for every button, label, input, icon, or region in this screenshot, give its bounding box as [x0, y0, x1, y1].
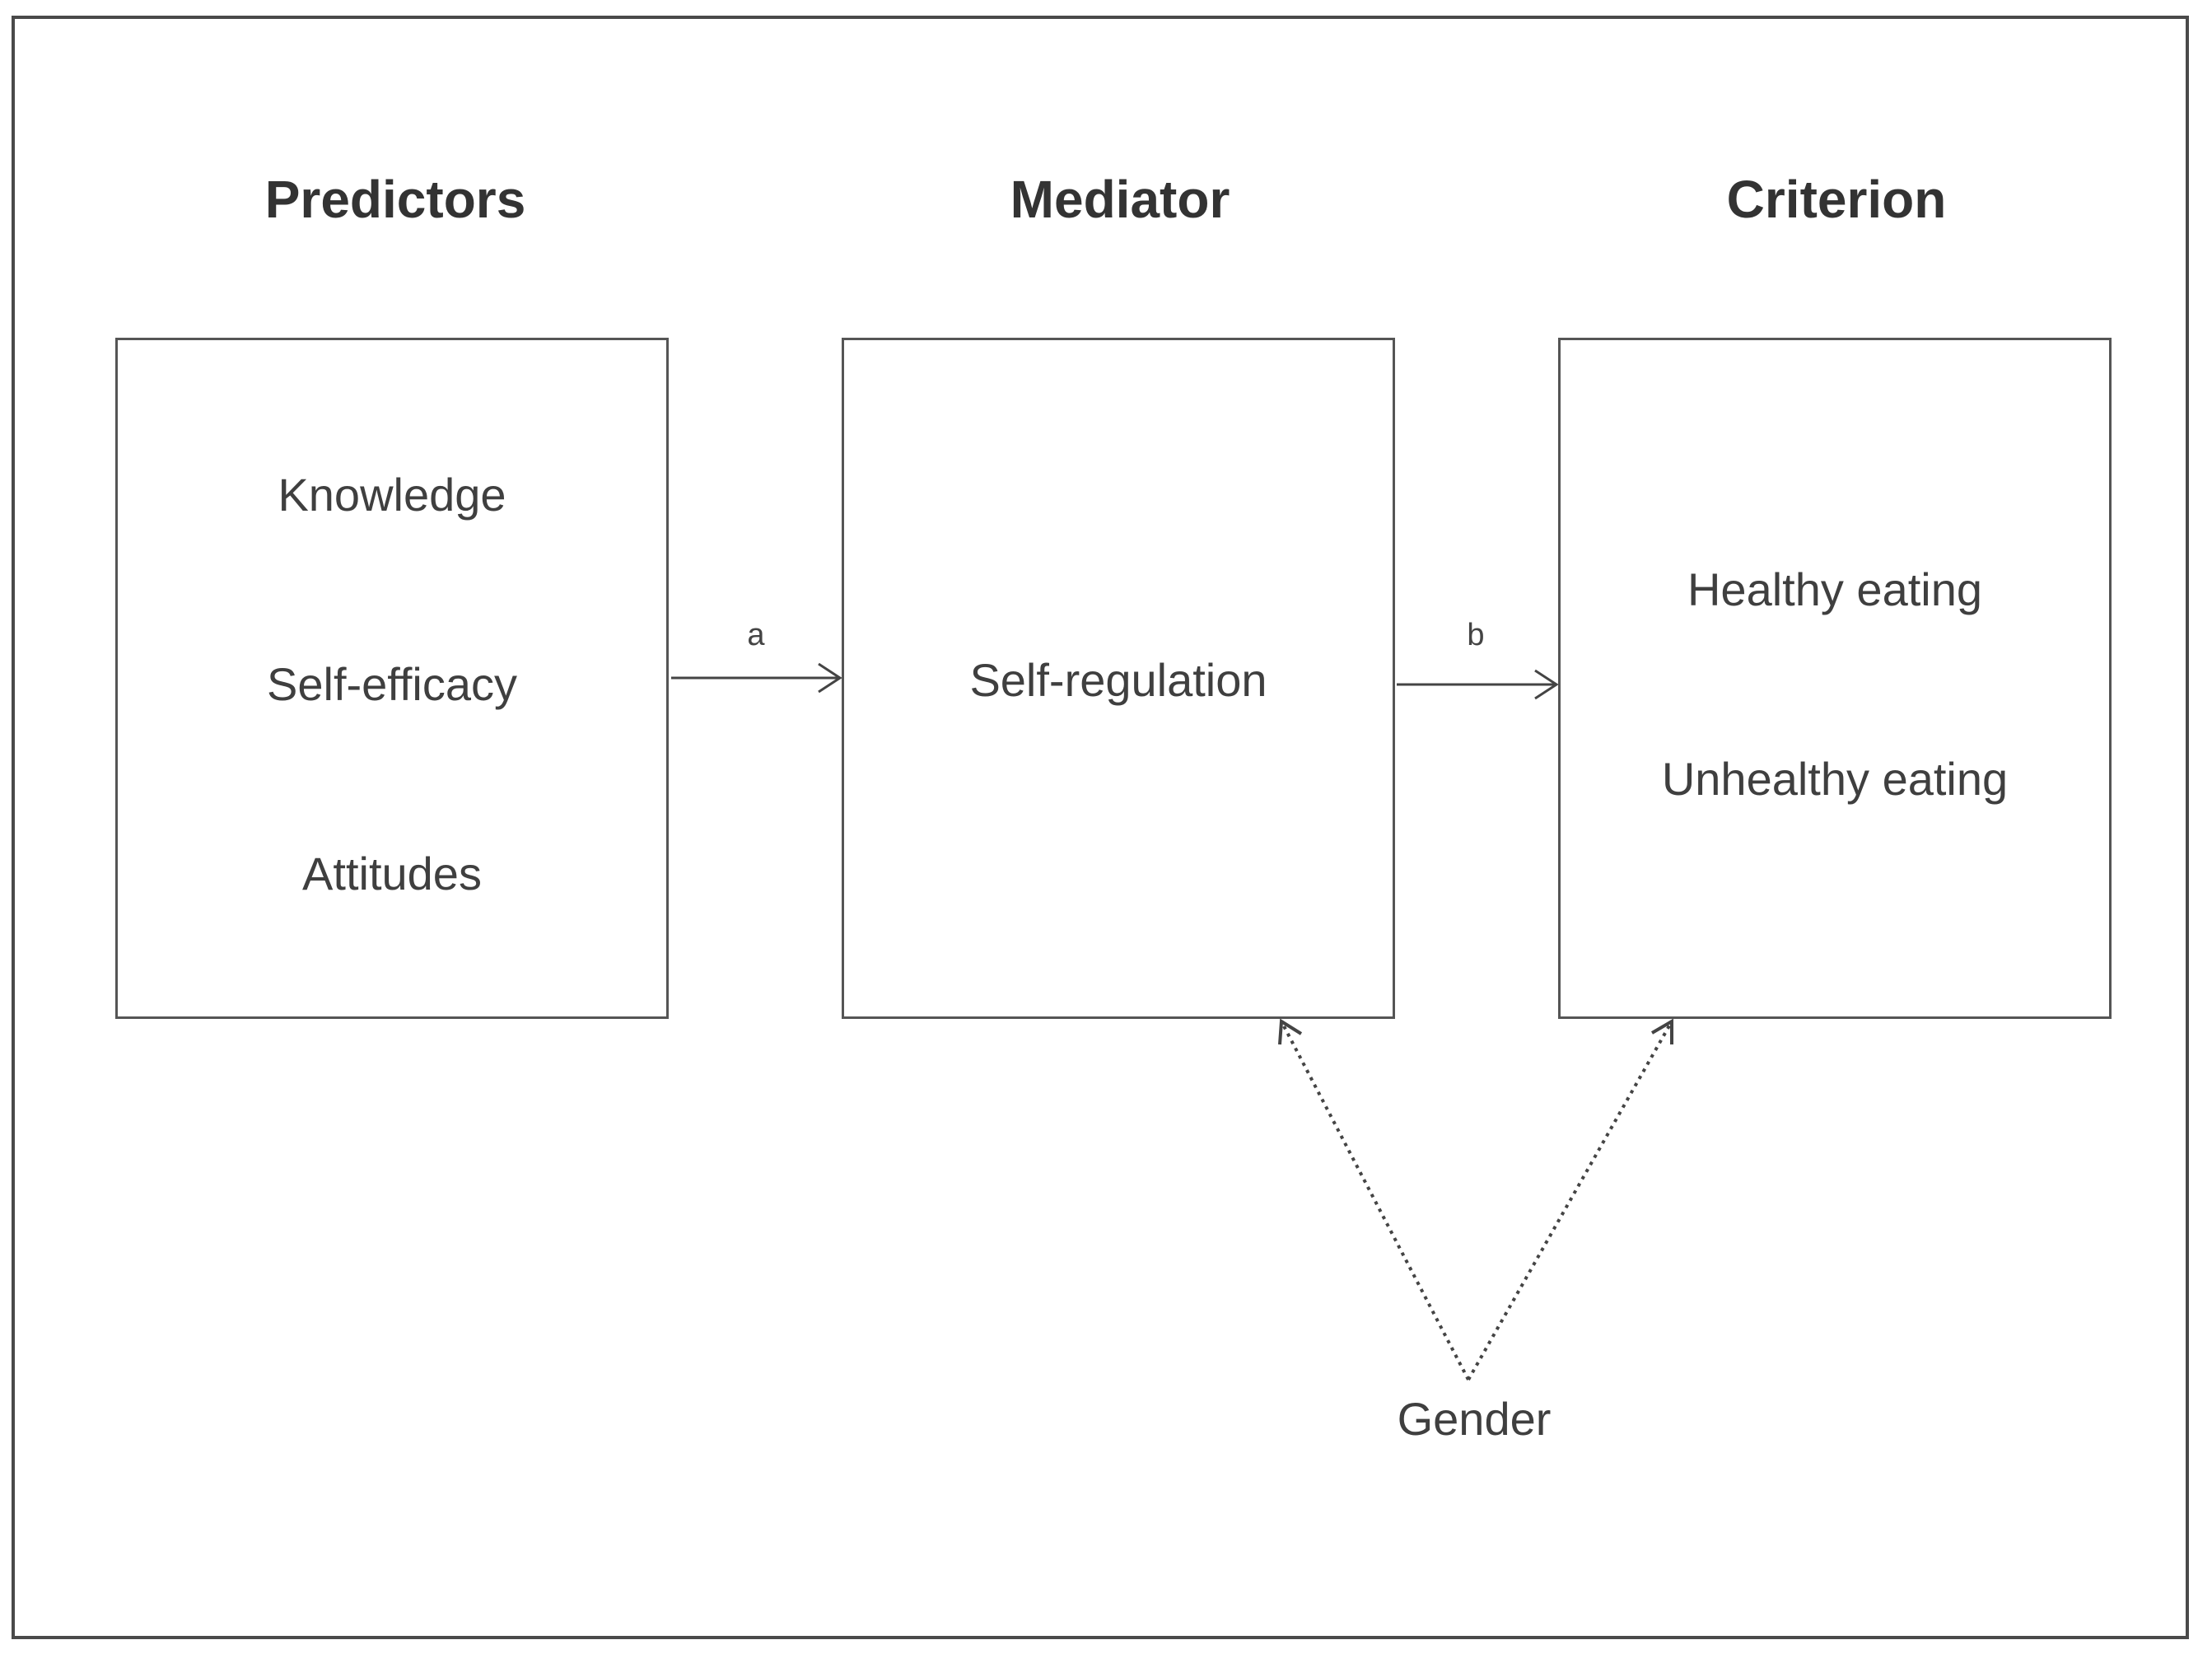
arrow-gender-to-criterion: [1467, 1018, 1673, 1381]
arrow-a: [671, 662, 842, 694]
criterion-unhealthy-eating: Unhealthy eating: [1661, 753, 2009, 805]
criterion-box: Healthy eating Unhealthy eating: [1558, 338, 2112, 1019]
arrow-b: [1397, 669, 1559, 700]
mediator-self-regulation: Self-regulation: [969, 654, 1267, 706]
arrow-gender-to-mediator: [1278, 1018, 1470, 1381]
moderator-gender: Gender: [1397, 1393, 1552, 1445]
diagram-frame: [12, 16, 2189, 1639]
heading-predictors: Predictors: [264, 170, 526, 229]
heading-mediator: Mediator: [1010, 170, 1230, 229]
criterion-healthy-eating: Healthy eating: [1687, 563, 1982, 615]
path-label-a: a: [747, 618, 765, 652]
predictor-attitudes: Attitudes: [302, 848, 482, 899]
predictor-knowledge: Knowledge: [278, 469, 506, 521]
path-label-b: b: [1467, 618, 1485, 652]
predictors-box: Knowledge Self-efficacy Attitudes: [115, 338, 669, 1019]
predictor-self-efficacy: Self-efficacy: [267, 658, 517, 710]
mediator-box: Self-regulation: [842, 338, 1395, 1019]
heading-criterion: Criterion: [1726, 170, 1947, 229]
